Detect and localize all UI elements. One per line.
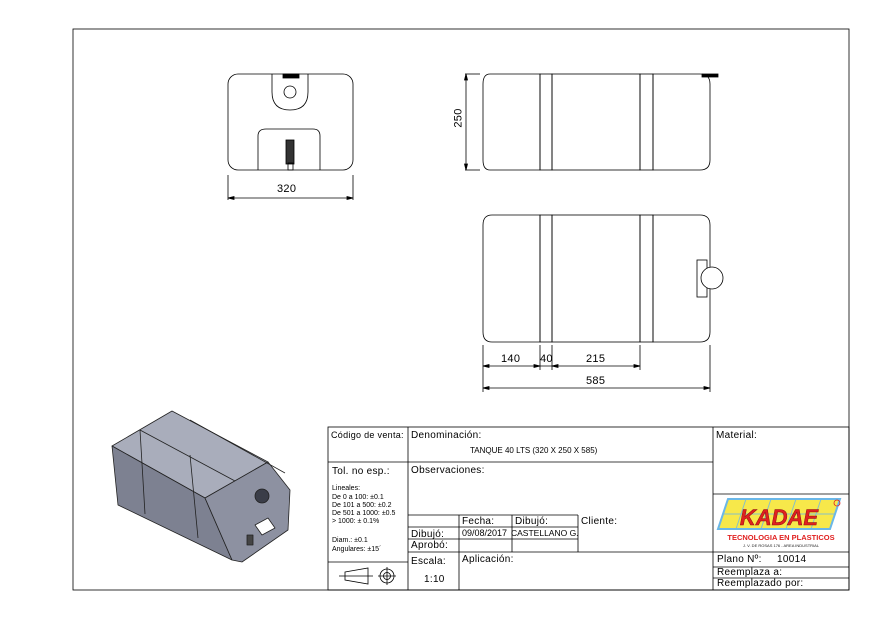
tolerance-line: De 101 a 500: ±0.2 xyxy=(332,502,392,509)
reemplaza-label: Reemplaza a: xyxy=(717,567,783,578)
svg-text:TECNOLOGIA EN PLASTICOS: TECNOLOGIA EN PLASTICOS xyxy=(727,533,834,542)
tolerance-lineales: Lineales: xyxy=(332,485,361,492)
escala-label: Escala: xyxy=(411,556,446,567)
fecha-value: 09/08/2017 xyxy=(462,528,508,538)
aprobo-label: Aprobó: xyxy=(411,540,449,551)
tolerance-line: > 1000: ± 0.1% xyxy=(332,518,380,525)
tolerance-diam: Diam.: ±0.1 xyxy=(332,537,368,544)
title-block-grid xyxy=(327,426,850,591)
plano-value: 10014 xyxy=(777,554,807,565)
aplicacion-label: Aplicación: xyxy=(462,554,514,565)
tolerance-line: De 0 a 100: ±0.1 xyxy=(332,494,384,501)
front-view xyxy=(227,73,354,201)
tolerance-angulares: Angulares: ±15´ xyxy=(332,546,382,553)
svg-text:J. V. DE ROSAS 176 - AREA INDU: J. V. DE ROSAS 176 - AREA INDUSTRIAL xyxy=(743,543,820,548)
plano-label: Plano Nº: xyxy=(717,554,762,565)
denominacion-value: TANQUE 40 LTS (320 X 250 X 585) xyxy=(470,446,598,455)
dim-40: 40 xyxy=(540,353,553,365)
kadae-logo: KADAE TECNOLOGIA EN PLASTICOS J. V. DE R… xyxy=(716,497,846,551)
dibujo-header: Dibujó: xyxy=(515,516,549,527)
projection-symbol-icon xyxy=(339,567,396,585)
dim-140: 140 xyxy=(501,353,521,365)
denominacion-label: Denominación: xyxy=(411,430,482,441)
svg-text:KADAE: KADAE xyxy=(740,505,820,530)
reemplazado-label: Reemplazado por: xyxy=(717,578,804,589)
observaciones-label: Observaciones: xyxy=(411,465,485,476)
dibujo-label: Dibujó: xyxy=(411,529,445,540)
tolerance-title: Tol. no esp.: xyxy=(332,466,390,477)
side-view xyxy=(463,73,719,171)
material-label: Material: xyxy=(716,430,758,441)
dim-585: 585 xyxy=(586,375,606,387)
dibujo-value: CASTELLANO G. xyxy=(511,528,579,538)
fecha-label: Fecha: xyxy=(462,516,495,527)
dim-215: 215 xyxy=(586,353,606,365)
tolerance-line: De 501 a 1000: ±0.5 xyxy=(332,510,396,517)
top-view xyxy=(482,214,724,392)
dim-width-320: 320 xyxy=(277,183,297,195)
cliente-label: Cliente: xyxy=(581,516,618,527)
codigo-label: Código de venta: xyxy=(331,430,404,440)
isometric-view xyxy=(111,410,291,563)
dim-height-250: 250 xyxy=(452,108,465,128)
escala-value: 1:10 xyxy=(424,574,445,585)
